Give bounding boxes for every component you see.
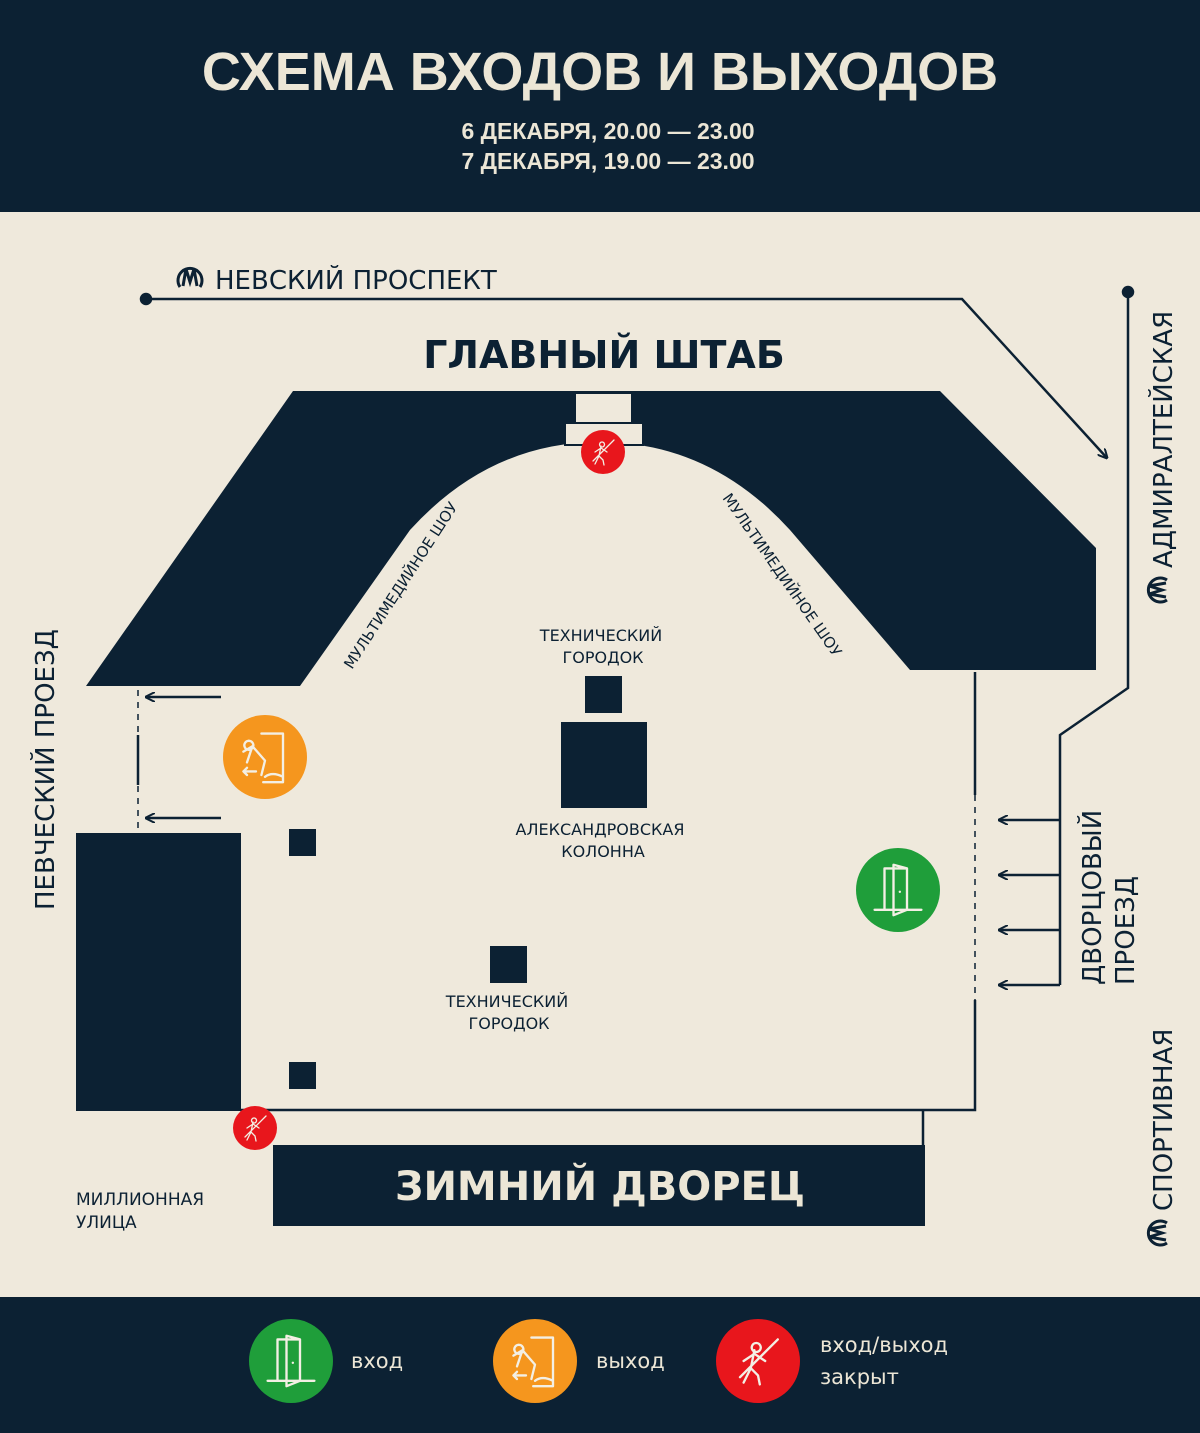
legend-closed-line-2: закрыт <box>820 1365 899 1389</box>
page-title: СХЕМА ВХОДОВ И ВЫХОДОВ <box>202 42 998 102</box>
date-line-2: 7 ДЕКАБРЯ, 19.00 — 23.00 <box>461 148 754 174</box>
route-nevsky <box>139 292 1107 458</box>
metro-icon <box>176 266 204 288</box>
alexander-column <box>561 722 647 808</box>
zimny-dvorets-building <box>273 1145 925 1226</box>
glavny-shtab-building <box>86 391 1096 686</box>
closed-marker-arch[interactable] <box>581 430 625 474</box>
small-block <box>289 1062 316 1089</box>
arch-gate <box>574 392 633 424</box>
column-line-2: КОЛОННА <box>561 842 645 861</box>
route-admiralteyskaya <box>999 285 1135 985</box>
tech-town-2-line-1: ТЕХНИЧЕСКИЙ <box>445 992 568 1011</box>
dvortsovy-line-1: ДВОРЦОВЫЙ <box>1076 810 1108 985</box>
pevchesky-label: ПЕВЧЕСКИЙ ПРОЕЗД <box>29 629 61 910</box>
legend-closed-line-1: вход/выход <box>820 1333 948 1357</box>
tech-town-2-line-2: ГОРОДОК <box>468 1014 550 1033</box>
square-boundary <box>136 672 977 1145</box>
tech-town-block <box>585 676 622 713</box>
metro-icon <box>1146 1219 1168 1247</box>
metro-sportivnaya-label: СПОРТИВНАЯ <box>1149 1029 1179 1211</box>
dvortsovy-line-2: ПРОЕЗД <box>1111 876 1141 985</box>
entry-marker[interactable] <box>856 848 940 932</box>
legend-closed: вход/выход закрыт <box>716 1319 948 1403</box>
header-background <box>0 0 1200 212</box>
legend-exit-label: выход <box>596 1349 665 1373</box>
column-line-1: АЛЕКСАНДРОВСКАЯ <box>516 820 685 839</box>
legend-entry: вход <box>249 1319 403 1403</box>
small-block <box>289 829 316 856</box>
left-building <box>76 833 241 1111</box>
tech-town-block <box>490 946 527 983</box>
millionnaya-line-2: УЛИЦА <box>76 1213 137 1233</box>
millionnaya-line-1: МИЛЛИОННАЯ <box>76 1190 204 1210</box>
exit-marker[interactable] <box>223 715 307 799</box>
glavny-shtab-label: ГЛАВНЫЙ ШТАБ <box>423 333 785 377</box>
zimny-dvorets-label: ЗИМНИЙ ДВОРЕЦ <box>395 1162 805 1210</box>
legend-background <box>0 1297 1200 1433</box>
date-line-1: 6 ДЕКАБРЯ, 20.00 — 23.00 <box>461 118 754 144</box>
metro-admiralteyskaya-label: АДМИРАЛТЕЙСКАЯ <box>1147 311 1179 568</box>
metro-nevsky-label: НЕВСКИЙ ПРОСПЕКТ <box>215 264 497 296</box>
closed-marker-millionnaya[interactable] <box>233 1106 277 1150</box>
legend-entry-label: вход <box>351 1349 403 1373</box>
tech-town-1-line-2: ГОРОДОК <box>562 648 644 667</box>
metro-icon <box>1146 576 1168 604</box>
legend-exit: выход <box>493 1319 665 1403</box>
tech-town-1-line-1: ТЕХНИЧЕСКИЙ <box>539 626 662 645</box>
